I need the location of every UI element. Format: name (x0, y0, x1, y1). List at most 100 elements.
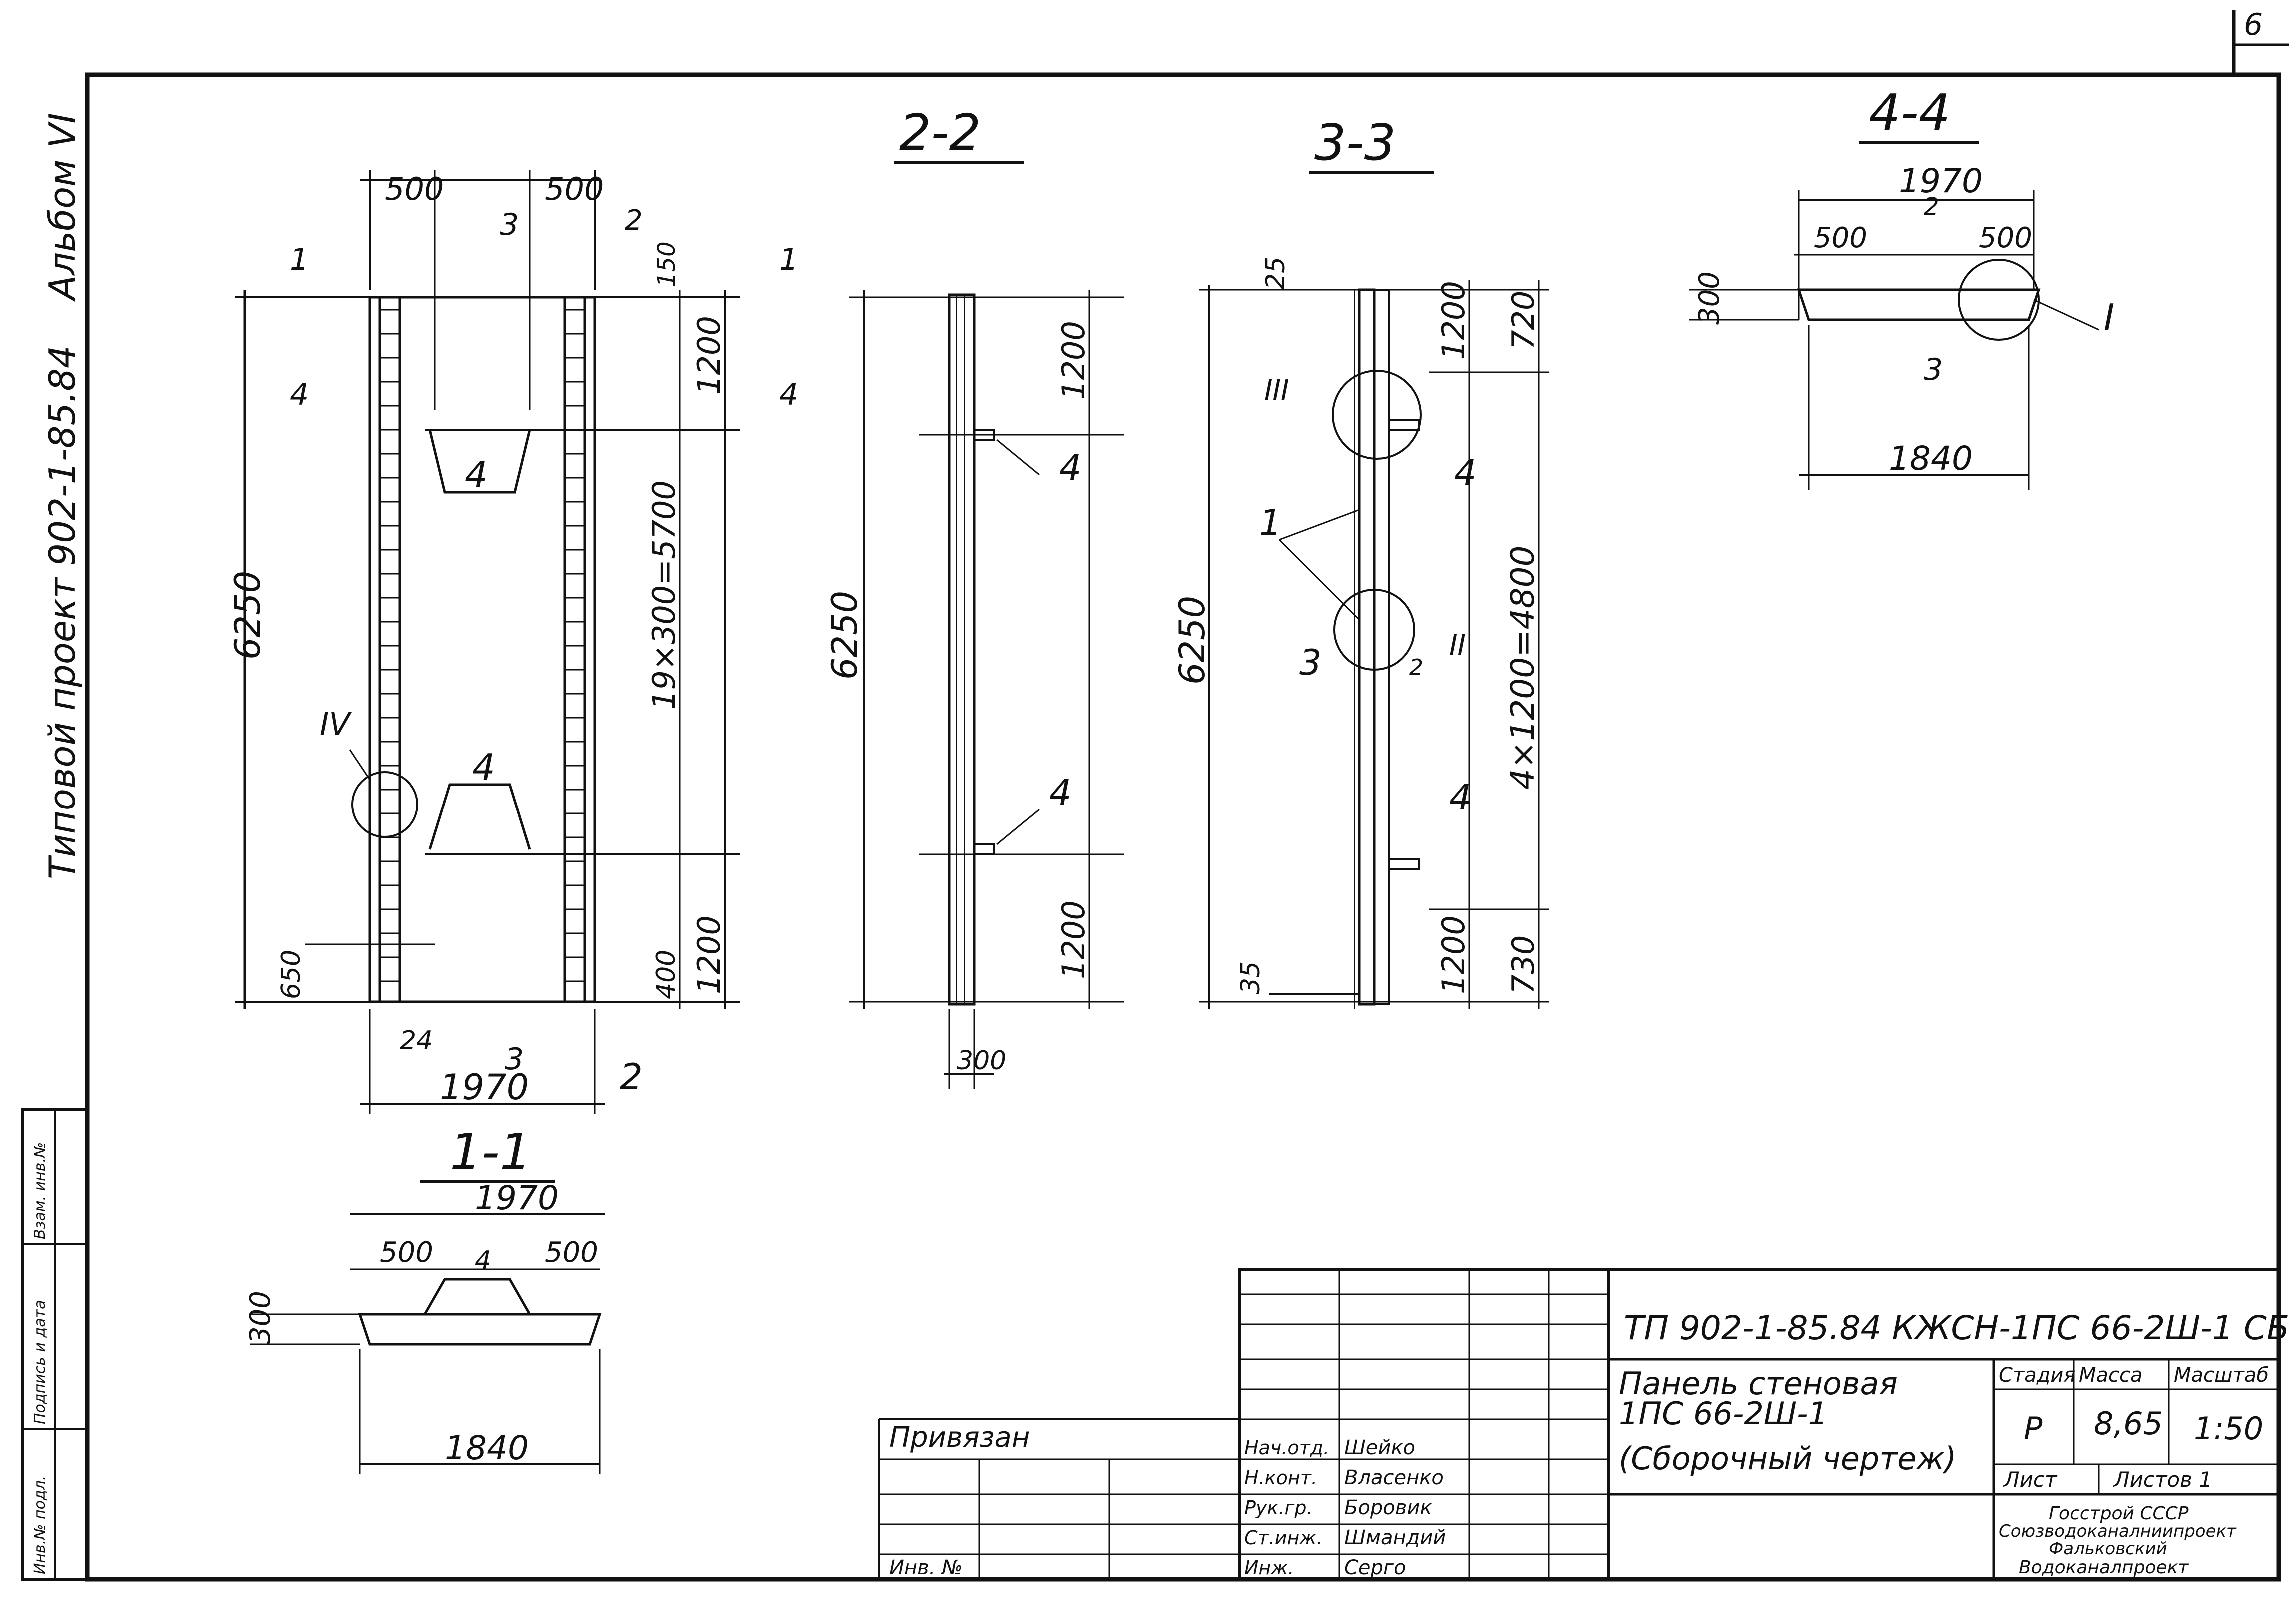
mark-24: 24 (400, 1026, 433, 1056)
sheets-header: Листов 1 (2113, 1467, 2212, 1492)
dim-500-s44-right: 500 (1979, 222, 2032, 254)
dim-1200-s33-top: 1200 (1435, 281, 1472, 360)
scale-value: 1:50 (2194, 1410, 2263, 1447)
org-line2: Союзводоканалниипроект (1999, 1521, 2237, 1541)
section-4-4-title: 4-4 (1869, 83, 1950, 142)
role-4: Ст.инж. (1244, 1527, 1323, 1549)
sec-mark-2-bottom: 2 (620, 1056, 643, 1098)
section-2-2-title: 2-2 (899, 103, 981, 162)
sheet-frame (85, 72, 2281, 1582)
section-3-3-title: 3-3 (1314, 113, 1396, 172)
name-1: Шейко (1344, 1436, 1415, 1459)
sec-mark-2-top: 2 (625, 204, 643, 237)
name-3: Боровик (1344, 1496, 1432, 1519)
role-1: Нач.отд. (1244, 1437, 1329, 1459)
mark-1-s33: 1 (1259, 502, 1282, 543)
dim-720: 720 (1505, 291, 1541, 350)
dim-500-s44-left: 500 (1814, 222, 1867, 254)
role-3: Рук.гр. (1244, 1497, 1313, 1519)
dim-500-s11-left: 500 (380, 1236, 433, 1269)
dim-6250-front: 6250 (227, 571, 268, 660)
dim-1200-bottom: 1200 (691, 915, 727, 994)
scale-header: Масштаб (2174, 1364, 2269, 1387)
name-5: Серго (1344, 1556, 1406, 1579)
stamp-inv: Инв.№ подл. (31, 1476, 49, 1574)
node-III: III (1264, 374, 1289, 407)
title-line3: (Сборочный чертеж) (1619, 1440, 1957, 1477)
side-stamp: Инв.№ подл. Подпись и дата Взам. инв.№ (21, 1108, 89, 1581)
dim-1840-s44: 1840 (1889, 439, 1973, 478)
mark-4-s33-bottom: 4 (1449, 777, 1472, 818)
sheet-header: Лист (2003, 1467, 2058, 1492)
dim-500-right: 500 (545, 171, 604, 207)
mass-header: Масса (2079, 1364, 2143, 1387)
dim-300-s44: 300 (1693, 271, 1726, 325)
album-label: Альбом VI (41, 113, 83, 302)
role-2: Н.конт. (1244, 1467, 1317, 1489)
sec-mark-3-s44: 3 (1924, 352, 1943, 387)
role-5: Инж. (1244, 1557, 1294, 1579)
dim-1970-front: 1970 (440, 1067, 529, 1108)
dim-500-s11-right: 500 (545, 1236, 598, 1269)
dim-1970-s11: 1970 (475, 1179, 559, 1217)
project-label: Типовой проект 902-1-85.84 (41, 345, 83, 879)
dim-150: 150 (653, 241, 681, 287)
dim-300-s11: 300 (244, 1291, 277, 1344)
mark-4-s22-top: 4 (1059, 447, 1082, 488)
mark-4-s11: 4 (475, 1246, 491, 1276)
dim-1200-s22-bottom: 1200 (1055, 900, 1092, 979)
mark-4-s22-bottom: 4 (1049, 772, 1072, 813)
sec-mark-3-top: 3 (500, 207, 519, 242)
title-block: ТП 902-1-85.84 КЖСН-1ПС 66-2Ш-1 СБ Панел… (878, 1268, 2289, 1581)
org-line4: Водоканалпроект (2019, 1557, 2189, 1578)
section-3-3: 3-3 6250 1200 720 1200 730 4×1200=4800 2… (1172, 113, 1549, 1009)
dim-25: 25 (1261, 257, 1291, 290)
mark-4-bottom: 4 (472, 746, 495, 788)
dim-1200-s22-top: 1200 (1055, 321, 1092, 400)
title-line1: Панель стеновая (1619, 1365, 1898, 1402)
sec-mark-1-right: 1 (779, 242, 798, 277)
inv-label: Инв. № (889, 1556, 963, 1579)
section-1-1-title: 1-1 (450, 1123, 531, 1181)
front-view: 6250 500 500 1200 1200 19×300=5700 150 4… (227, 170, 798, 1114)
dim-1840-s11: 1840 (445, 1429, 529, 1467)
mass-value: 8,65 (2094, 1405, 2163, 1442)
node-I: I (2104, 296, 2114, 338)
mark-3-s33: 3 (1299, 642, 1322, 683)
stage-value: Р (2024, 1410, 2043, 1447)
mark-2-s33: 2 (1409, 655, 1423, 680)
sec-mark-4-left: 4 (290, 377, 309, 412)
dim-1200-top: 1200 (691, 316, 727, 395)
dim-650: 650 (276, 950, 306, 999)
dim-4800: 4×1200=4800 (1504, 545, 1542, 790)
name-4: Шмандий (1344, 1526, 1446, 1549)
section-4-4: 4-4 1970 500 500 I 300 1840 2 3 (1689, 83, 2114, 490)
doc-code: ТП 902-1-85.84 КЖСН-1ПС 66-2Ш-1 СБ (1624, 1309, 2289, 1347)
mark-4-top: 4 (465, 454, 488, 496)
org-line1: Госстрой СССР (2049, 1503, 2189, 1524)
dim-400: 400 (651, 950, 681, 999)
sec-mark-4-right: 4 (779, 377, 798, 412)
dim-500-left: 500 (385, 171, 444, 207)
sec-mark-1-left: 1 (290, 242, 309, 277)
node-IV: IV (320, 706, 352, 742)
section-1-1: 1-1 1970 500 500 4 300 1840 (244, 1123, 605, 1474)
mark-4-s33-top: 4 (1454, 452, 1477, 493)
dim-35: 35 (1236, 961, 1266, 994)
dim-1200-s33-bottom: 1200 (1435, 915, 1472, 994)
stamp-sign: Подпись и дата (31, 1300, 49, 1425)
dim-5700: 19×300=5700 (646, 480, 682, 710)
node-II: II (1449, 629, 1466, 662)
section-2-2: 2-2 6250 1200 1200 4 4 300 (824, 103, 1124, 1089)
sec-mark-2-s44: 2 (1924, 193, 1939, 221)
dim-6250-s33: 6250 (1172, 596, 1213, 685)
attached-label: Привязан (889, 1421, 1030, 1454)
dim-1970-s44: 1970 (1899, 162, 1983, 200)
dim-6250-s22: 6250 (824, 591, 865, 680)
stamp-replace: Взам. инв.№ (31, 1142, 49, 1239)
page-number: 6 (2244, 7, 2263, 42)
sec-mark-3-bottom: 3 (505, 1042, 524, 1077)
name-2: Власенко (1344, 1466, 1444, 1489)
dim-300-s22: 300 (957, 1046, 1006, 1076)
